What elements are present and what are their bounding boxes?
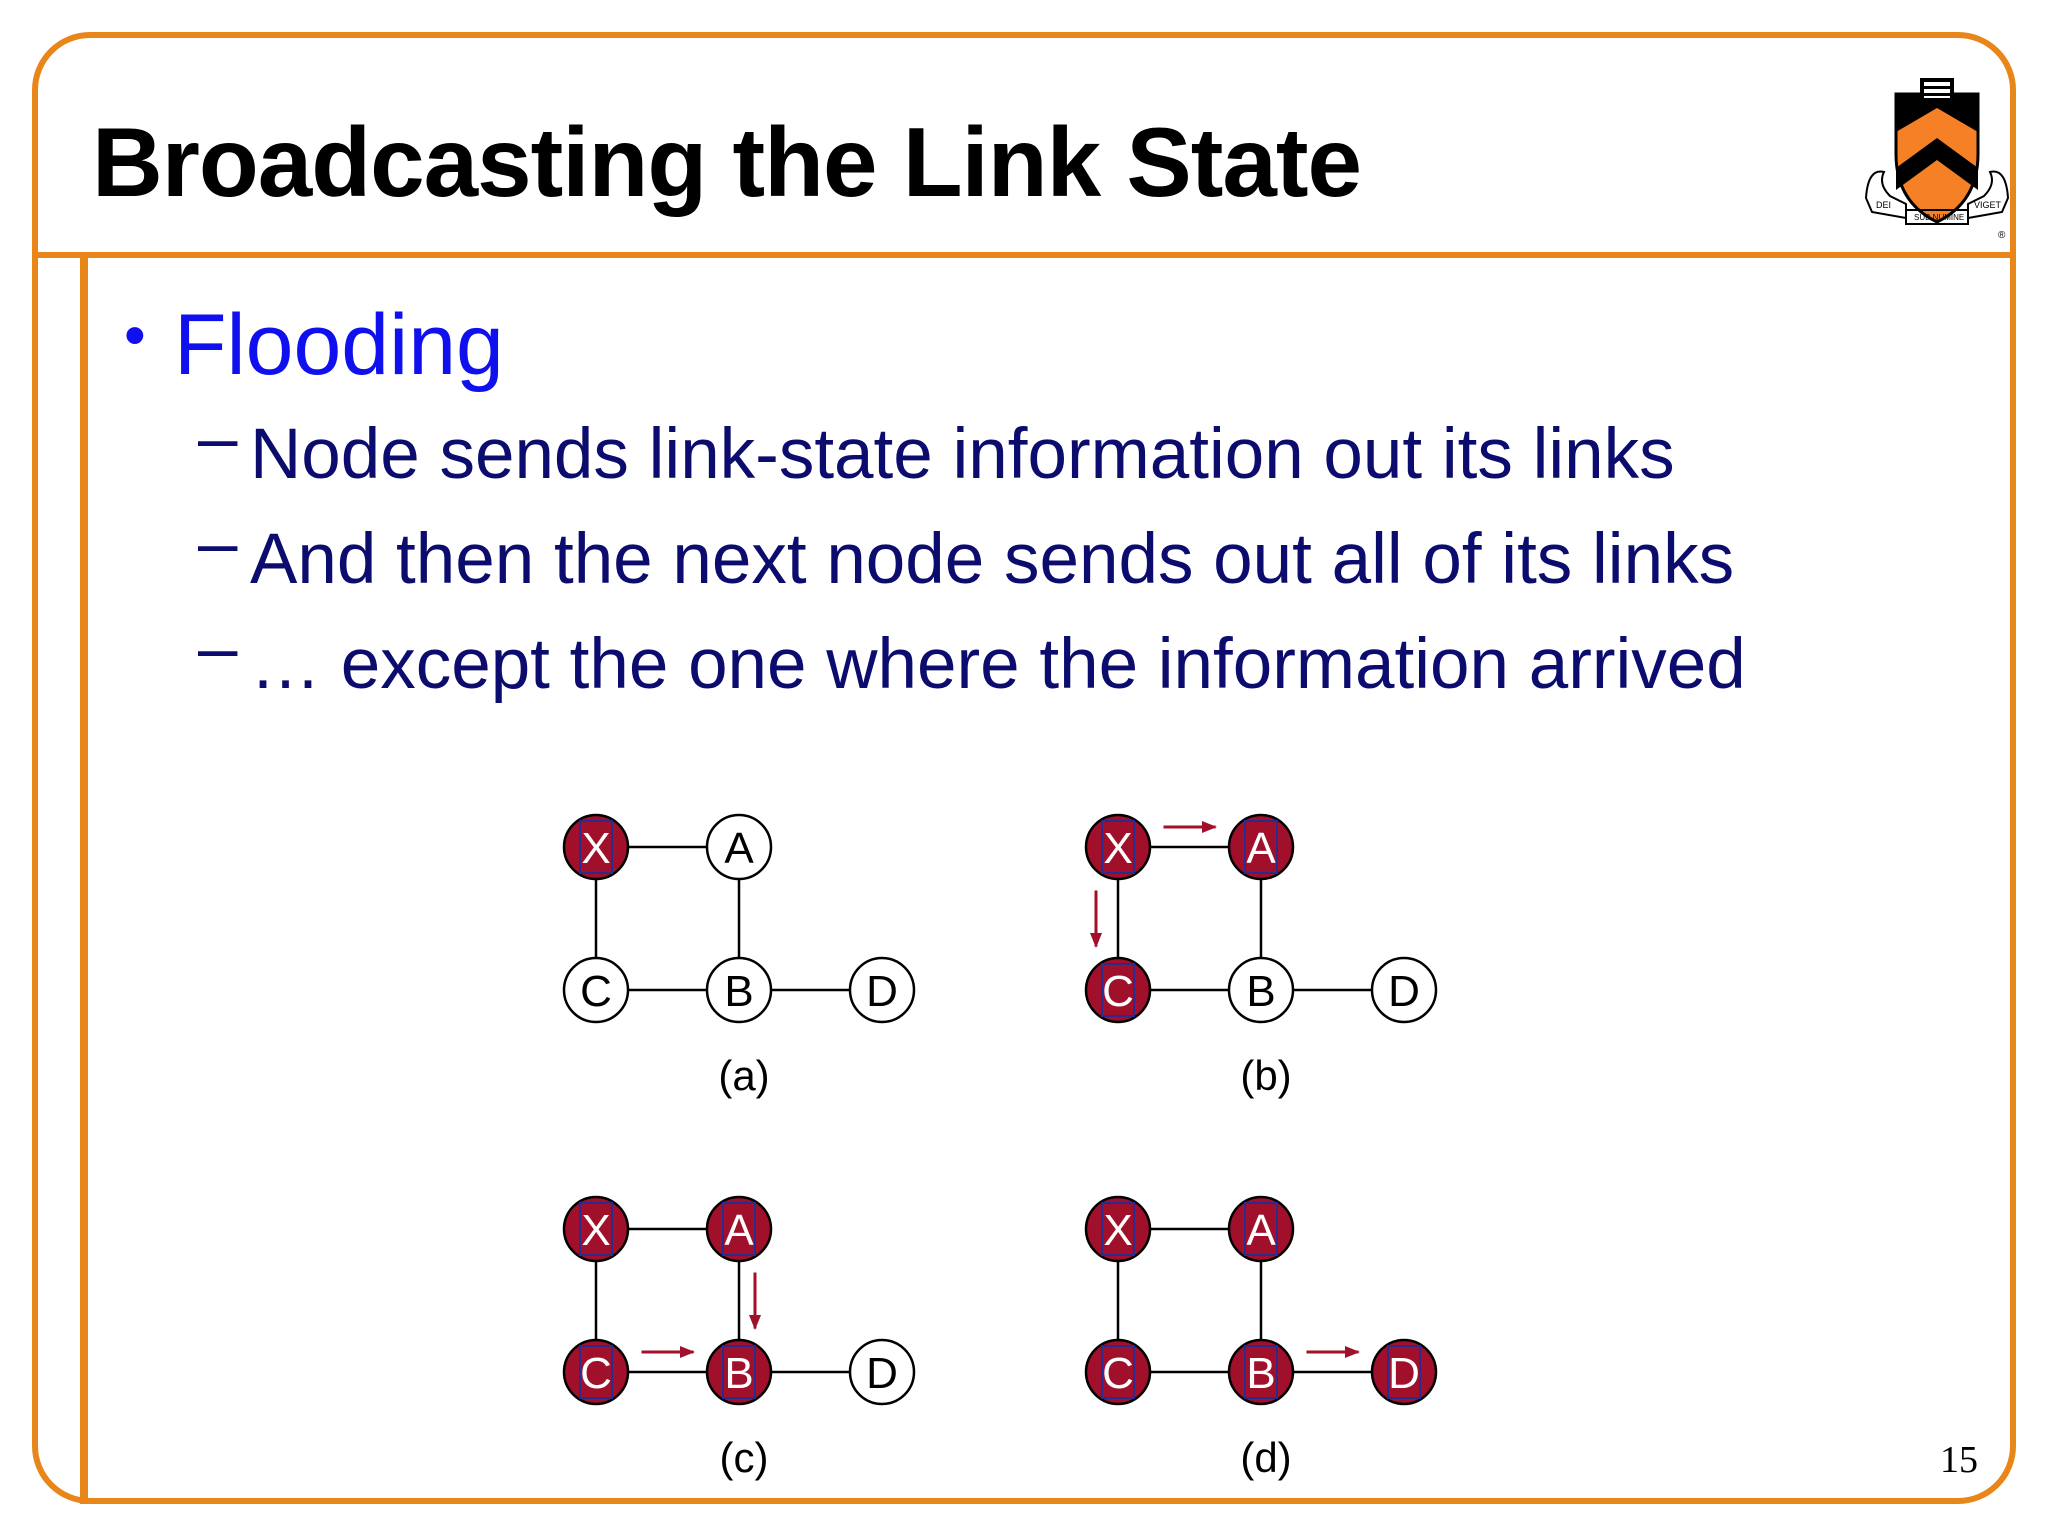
sub-item-3: –… except the one where the information … (198, 609, 1746, 705)
node-D (1370, 956, 1438, 1024)
princeton-shield-logo: DEI SUB NUMINE VIGET ® (1864, 78, 2010, 241)
node-label-B: B (724, 1349, 753, 1398)
node-label-C: C (580, 1349, 612, 1398)
slide-frame (32, 32, 2016, 1504)
node-highlight-A (1244, 1202, 1278, 1256)
diagram-caption: (d) (1240, 1434, 1291, 1481)
node-label-X: X (581, 1206, 610, 1255)
dash-icon: – (198, 399, 238, 478)
node-highlight-X (1101, 1202, 1135, 1256)
node-highlight-B (722, 1345, 756, 1399)
node-label-D: D (1388, 967, 1420, 1016)
node-label-D: D (866, 967, 898, 1016)
node-label-A: A (1246, 824, 1276, 873)
node-label-B: B (1246, 1349, 1275, 1398)
node-highlight-X (1101, 820, 1135, 874)
node-A (705, 813, 773, 881)
node-label-X: X (581, 824, 610, 873)
diagram-a: X A C B D (a) (562, 813, 916, 1099)
node-highlight-B (1244, 1345, 1278, 1399)
node-highlight-A (1244, 820, 1278, 874)
dash-icon: – (198, 504, 238, 583)
slide-title: Broadcasting the Link State (92, 107, 1362, 217)
diagram-c: X A C B D (c) (562, 1195, 916, 1481)
node-highlight-D (1387, 1345, 1421, 1399)
node-highlight-C (579, 1345, 613, 1399)
node-label-A: A (1246, 1206, 1276, 1255)
motto-right: VIGET (1974, 200, 2002, 210)
node-label-C: C (580, 967, 612, 1016)
motto-ribbon (1864, 170, 2010, 225)
node-B (705, 956, 773, 1024)
node-highlight-A (722, 1202, 756, 1256)
diagram-caption: (c) (720, 1434, 769, 1481)
sub-item-text: Node sends link-state information out it… (250, 415, 1675, 494)
motto-center: SUB NUMINE (1914, 213, 1964, 222)
diagram-caption: (a) (718, 1052, 769, 1099)
dash-icon: – (198, 609, 238, 688)
node-C (562, 956, 630, 1024)
node-D (848, 1338, 916, 1406)
bullet-label: Flooding (174, 297, 504, 393)
node-label-D: D (1388, 1349, 1420, 1398)
node-label-C: C (1102, 967, 1134, 1016)
node-highlight-C (1101, 1345, 1135, 1399)
title-divider (38, 252, 2016, 258)
node-label-X: X (1103, 824, 1132, 873)
node-label-D: D (866, 1349, 898, 1398)
diagram-d: X A C B D (d) (1084, 1195, 1438, 1481)
node-label-X: X (1103, 1206, 1132, 1255)
sub-item-text: … except the one where the information a… (250, 625, 1746, 704)
diagram-b: X A C B D (b) (1084, 813, 1438, 1099)
node-D (848, 956, 916, 1024)
node-highlight-X (579, 820, 613, 874)
sub-item-2: –And then the next node sends out all of… (198, 504, 1735, 600)
node-label-C: C (1102, 1349, 1134, 1398)
shield-icon (1894, 78, 1980, 224)
motto-left: DEI (1876, 200, 1891, 210)
sub-item-1: –Node sends link-state information out i… (198, 399, 1675, 495)
node-label-A: A (724, 824, 754, 873)
sub-item-text: And then the next node sends out all of … (250, 520, 1735, 599)
node-label-B: B (724, 967, 753, 1016)
node-highlight-C (1101, 963, 1135, 1017)
side-divider (80, 258, 88, 1504)
bullet-dot: • (124, 301, 146, 370)
registered-mark: ® (1998, 230, 2006, 241)
node-B (1227, 956, 1295, 1024)
node-label-A: A (724, 1206, 754, 1255)
diagram-caption: (b) (1240, 1052, 1291, 1099)
node-highlight-X (579, 1202, 613, 1256)
node-label-B: B (1246, 967, 1275, 1016)
page-number: 15 (1940, 1439, 1978, 1481)
